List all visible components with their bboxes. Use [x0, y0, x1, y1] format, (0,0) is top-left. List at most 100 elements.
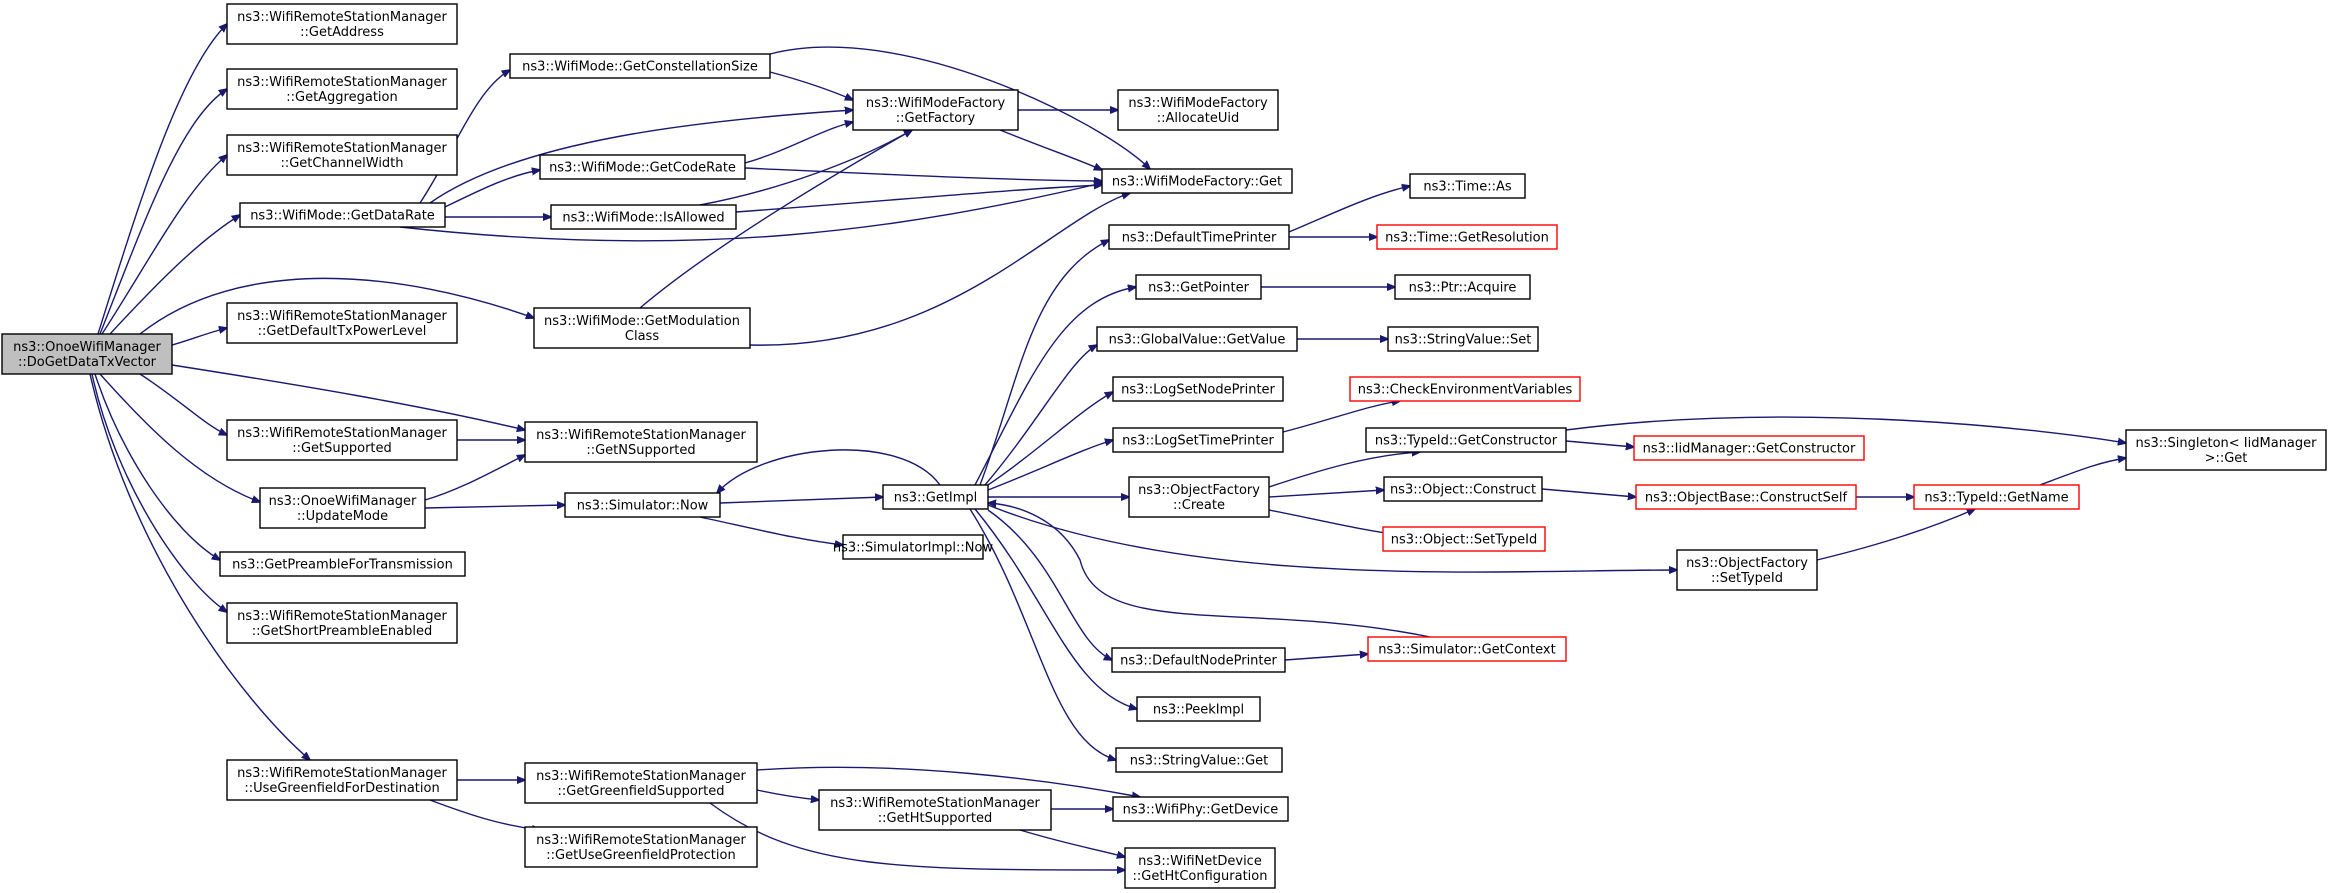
- node-global-value-get-value[interactable]: ns3::GlobalValue::GetValue: [1096, 326, 1298, 352]
- node-sim-impl-now[interactable]: ns3::SimulatorImpl::Now: [833, 534, 994, 560]
- edge-get-data-rate-to-get-constellation: [419, 70, 510, 204]
- edge-root-to-get-nsupported: [171, 364, 525, 430]
- node-is-allowed[interactable]: ns3::WifiMode::IsAllowed: [550, 204, 737, 230]
- node-allocate-uid[interactable]: ns3::WifiModeFactory::AllocateUid: [1117, 89, 1279, 131]
- node-label-line: Class: [625, 329, 659, 344]
- node-sim-get-context[interactable]: ns3::Simulator::GetContext: [1367, 636, 1567, 662]
- node-box: [1111, 647, 1286, 673]
- node-root[interactable]: ns3::OnoeWifiManager::DoGetDataTxVector: [1, 333, 173, 375]
- node-box: [239, 202, 446, 228]
- node-string-value-get[interactable]: ns3::StringValue::Get: [1115, 747, 1283, 773]
- node-get-data-rate[interactable]: ns3::WifiMode::GetDataRate: [239, 202, 446, 228]
- node-get-aggregation[interactable]: ns3::WifiRemoteStationManager::GetAggreg…: [226, 68, 458, 110]
- node-label-line: ns3::Simulator::GetContext: [1378, 643, 1555, 658]
- node-time-as[interactable]: ns3::Time::As: [1409, 173, 1526, 199]
- edge-layer: [89, 24, 2126, 870]
- node-box: [818, 789, 1052, 831]
- node-get-code-rate[interactable]: ns3::WifiMode::GetCodeRate: [539, 154, 746, 180]
- node-singleton-get[interactable]: ns3::Singleton< IidManager >::Get: [2125, 429, 2327, 471]
- node-label-line: ns3::WifiRemoteStationManager: [830, 796, 1040, 811]
- edge-root-to-get-preamble: [94, 373, 220, 560]
- node-update-mode[interactable]: ns3::OnoeWifiManager::UpdateMode: [259, 487, 426, 529]
- node-get-channel-width[interactable]: ns3::WifiRemoteStationManager::GetChanne…: [226, 134, 458, 176]
- node-get-default-tx-power-level[interactable]: ns3::WifiRemoteStationManager::GetDefaul…: [226, 302, 458, 344]
- node-box: [226, 419, 458, 461]
- node-label-line: ns3::GetImpl: [894, 491, 978, 506]
- node-get-use-greenfield-protection[interactable]: ns3::WifiRemoteStationManager::GetUseGre…: [524, 826, 758, 868]
- node-box: [524, 421, 758, 463]
- edge-get-greenfield-supported-to-get-ht-supported: [756, 789, 819, 800]
- node-get-address[interactable]: ns3::WifiRemoteStationManager::GetAddres…: [226, 3, 458, 45]
- node-log-set-node-printer[interactable]: ns3::LogSetNodePrinter: [1112, 376, 1284, 402]
- node-box: [509, 53, 771, 79]
- node-get-impl[interactable]: ns3::GetImpl: [882, 484, 989, 510]
- node-get-ht-configuration[interactable]: ns3::WifiNetDevice::GetHtConfiguration: [1124, 847, 1276, 889]
- edge-get-impl-to-default-time-printer: [979, 240, 1109, 486]
- node-object-factory-create[interactable]: ns3::ObjectFactory::Create: [1128, 476, 1270, 518]
- node-label-line: ns3::WifiModeFactory: [866, 96, 1006, 111]
- node-factory-get[interactable]: ns3::WifiModeFactory::Get: [1101, 168, 1293, 194]
- node-iid-get-constructor[interactable]: ns3::IidManager::GetConstructor: [1633, 435, 1865, 461]
- node-check-env-vars[interactable]: ns3::CheckEnvironmentVariables: [1349, 376, 1581, 402]
- node-label-line: ::UpdateMode: [297, 509, 388, 524]
- node-peek-impl[interactable]: ns3::PeekImpl: [1136, 696, 1261, 722]
- node-use-greenfield[interactable]: ns3::WifiRemoteStationManager::UseGreenf…: [226, 759, 458, 801]
- node-ptr-acquire[interactable]: ns3::Ptr::Acquire: [1394, 274, 1531, 300]
- node-label-line: ns3::WifiMode::GetConstellationSize: [522, 60, 758, 75]
- edge-root-to-get-short-preamble: [91, 373, 227, 612]
- node-time-get-resolution[interactable]: ns3::Time::GetResolution: [1376, 224, 1558, 250]
- edge-get-data-rate-to-factory-get: [399, 183, 1102, 242]
- node-type-id-get-name[interactable]: ns3::TypeId::GetName: [1913, 484, 2080, 510]
- node-wifi-phy-get-device[interactable]: ns3::WifiPhy::GetDevice: [1112, 796, 1289, 822]
- node-get-pointer[interactable]: ns3::GetPointer: [1135, 274, 1262, 300]
- node-box: [1633, 435, 1865, 461]
- node-label-line: ::GetAggregation: [286, 90, 398, 105]
- node-get-supported[interactable]: ns3::WifiRemoteStationManager::GetSuppor…: [226, 419, 458, 461]
- node-label-line: ns3::StringValue::Get: [1130, 754, 1268, 769]
- node-get-preamble[interactable]: ns3::GetPreambleForTransmission: [219, 551, 466, 577]
- edge-get-code-rate-to-get-factory: [744, 122, 853, 164]
- node-label-line: ns3::WifiRemoteStationManager: [536, 769, 746, 784]
- edge-get-impl-to-object-factory-set-type-id: [987, 504, 1677, 572]
- node-get-ht-supported[interactable]: ns3::WifiRemoteStationManager::GetHtSupp…: [818, 789, 1052, 831]
- node-label-line: ns3::ObjectFactory: [1138, 483, 1260, 498]
- node-label-line: ns3::WifiMode::GetModulation: [544, 314, 740, 329]
- edge-get-modulation-to-get-factory: [639, 130, 912, 309]
- node-label-line: ns3::Object::Construct: [1390, 483, 1536, 498]
- edge-default-node-printer-to-sim-get-context: [1284, 654, 1368, 661]
- edge-get-ht-supported-to-get-ht-configuration: [1019, 829, 1125, 857]
- node-label-line: ns3::WifiMode::GetDataRate: [250, 209, 435, 224]
- node-label-line: ns3::WifiPhy::GetDevice: [1123, 803, 1279, 818]
- node-box: [1409, 173, 1526, 199]
- node-label-line: ns3::DefaultNodePrinter: [1120, 654, 1277, 669]
- node-object-construct[interactable]: ns3::Object::Construct: [1383, 476, 1543, 502]
- node-box: [1349, 376, 1581, 402]
- node-default-time-printer[interactable]: ns3::DefaultTimePrinter: [1108, 224, 1290, 250]
- node-object-set-type-id[interactable]: ns3::Object::SetTypeId: [1382, 526, 1546, 552]
- node-get-greenfield-supported[interactable]: ns3::WifiRemoteStationManager::GetGreenf…: [524, 762, 758, 804]
- node-label-line: ns3::WifiModeFactory: [1128, 96, 1268, 111]
- node-label-line: ns3::WifiMode::IsAllowed: [562, 211, 724, 226]
- edge-sim-now-to-get-impl: [719, 497, 883, 504]
- node-object-base-construct-self[interactable]: ns3::ObjectBase::ConstructSelf: [1635, 484, 1857, 510]
- node-label-line: >::Get: [2205, 451, 2248, 466]
- node-label-line: ::GetNSupported: [586, 443, 695, 458]
- node-log-set-time-printer[interactable]: ns3::LogSetTimePrinter: [1112, 427, 1284, 453]
- node-label-line: ::GetChannelWidth: [280, 156, 403, 171]
- node-object-factory-set-type-id[interactable]: ns3::ObjectFactory::SetTypeId: [1676, 549, 1818, 591]
- node-box: [1117, 89, 1279, 131]
- node-get-short-preamble[interactable]: ns3::WifiRemoteStationManager::GetShortP…: [226, 602, 458, 644]
- node-label-line: ns3::WifiRemoteStationManager: [536, 833, 746, 848]
- node-sim-now[interactable]: ns3::Simulator::Now: [564, 492, 721, 518]
- node-get-constellation[interactable]: ns3::WifiMode::GetConstellationSize: [509, 53, 771, 79]
- node-box: [852, 89, 1019, 131]
- node-string-value-set[interactable]: ns3::StringValue::Set: [1387, 326, 1539, 352]
- node-default-node-printer[interactable]: ns3::DefaultNodePrinter: [1111, 647, 1286, 673]
- edge-root-to-get-aggregation: [99, 89, 227, 335]
- edge-use-greenfield-to-get-use-greenfield-protection: [429, 799, 540, 830]
- node-get-nsupported[interactable]: ns3::WifiRemoteStationManager::GetNSuppo…: [524, 421, 758, 463]
- edge-root-to-get-address: [97, 24, 227, 335]
- node-type-id-get-constructor[interactable]: ns3::TypeId::GetConstructor: [1365, 427, 1567, 453]
- node-get-factory[interactable]: ns3::WifiModeFactory::GetFactory: [852, 89, 1019, 131]
